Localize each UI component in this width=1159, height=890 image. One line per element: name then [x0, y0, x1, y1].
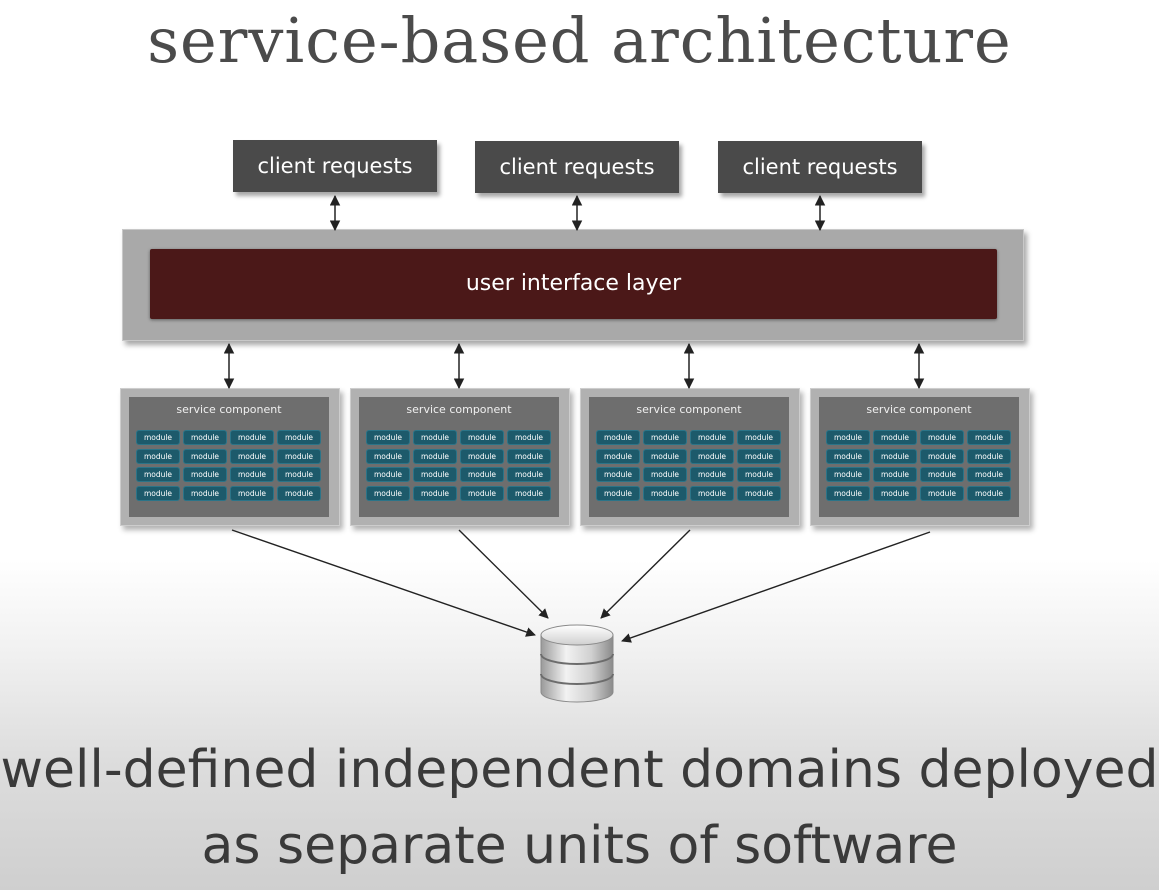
arrow-service-1-db — [231, 529, 536, 637]
client-requests-box-1: client requests — [233, 140, 437, 192]
module: module — [967, 467, 1011, 482]
module: module — [413, 485, 457, 501]
client-requests-box-2: client requests — [475, 141, 679, 193]
module: module — [920, 448, 964, 464]
module: module — [826, 467, 870, 482]
module: module — [136, 448, 180, 464]
module: module — [136, 430, 180, 445]
module: module — [230, 485, 274, 501]
slide-title: service-based architecture — [147, 4, 1012, 77]
module: module — [690, 430, 734, 445]
service-component-4: service component module module module m… — [810, 388, 1030, 526]
module: module — [230, 430, 274, 445]
module: module — [183, 467, 227, 482]
module: module — [366, 448, 410, 464]
module: module — [136, 467, 180, 482]
service-component-label: service component — [636, 403, 742, 416]
module: module — [873, 448, 917, 464]
database-icon — [540, 624, 614, 703]
module: module — [136, 485, 180, 501]
module: module — [507, 430, 551, 445]
service-component-panel: service component module module module m… — [129, 397, 329, 517]
service-component-2: service component module module module m… — [350, 388, 570, 526]
module: module — [690, 448, 734, 464]
module: module — [920, 485, 964, 501]
service-component-panel: service component module module module m… — [589, 397, 789, 517]
module: module — [230, 467, 274, 482]
module: module — [643, 448, 687, 464]
module: module — [277, 467, 321, 482]
module: module — [507, 448, 551, 464]
module: module — [967, 430, 1011, 445]
module: module — [460, 467, 504, 482]
module: module — [737, 467, 781, 482]
module: module — [596, 467, 640, 482]
module: module — [643, 485, 687, 501]
module: module — [596, 430, 640, 445]
module: module — [596, 485, 640, 501]
module: module — [230, 448, 274, 464]
module: module — [277, 448, 321, 464]
module: module — [643, 430, 687, 445]
module: module — [366, 467, 410, 482]
user-interface-layer: user interface layer — [150, 249, 997, 319]
module: module — [366, 485, 410, 501]
module: module — [737, 448, 781, 464]
service-component-3: service component module module module m… — [580, 388, 800, 526]
service-component-panel: service component module module module m… — [359, 397, 559, 517]
module: module — [690, 485, 734, 501]
module: module — [920, 430, 964, 445]
module: module — [596, 448, 640, 464]
module: module — [183, 448, 227, 464]
module: module — [460, 430, 504, 445]
service-component-label: service component — [176, 403, 282, 416]
module: module — [690, 467, 734, 482]
module: module — [967, 448, 1011, 464]
module: module — [826, 485, 870, 501]
module: module — [737, 430, 781, 445]
subtitle-line-2: as separate units of software — [201, 816, 958, 876]
module: module — [413, 467, 457, 482]
arrow-service-2-db — [458, 529, 549, 619]
module: module — [507, 467, 551, 482]
module: module — [826, 448, 870, 464]
module-grid: module module module module module modul… — [596, 430, 784, 501]
module: module — [826, 430, 870, 445]
module: module — [413, 448, 457, 464]
module-grid: module module module module module modul… — [136, 430, 324, 501]
service-component-1: service component module module module m… — [120, 388, 340, 526]
module: module — [507, 485, 551, 501]
module: module — [920, 467, 964, 482]
service-component-panel: service component module module module m… — [819, 397, 1019, 517]
module: module — [873, 467, 917, 482]
module: module — [643, 467, 687, 482]
arrow-service-3-db — [600, 529, 691, 619]
module: module — [460, 485, 504, 501]
arrow-service-4-db — [621, 531, 931, 643]
module: module — [413, 430, 457, 445]
client-requests-box-3: client requests — [718, 141, 922, 193]
module: module — [737, 485, 781, 501]
module-grid: module module module module module modul… — [826, 430, 1014, 501]
module: module — [873, 430, 917, 445]
module: module — [277, 430, 321, 445]
module: module — [460, 448, 504, 464]
module: module — [183, 485, 227, 501]
module: module — [873, 485, 917, 501]
module: module — [366, 430, 410, 445]
module: module — [277, 485, 321, 501]
service-component-label: service component — [866, 403, 972, 416]
module: module — [967, 485, 1011, 501]
subtitle-line-1: well-defined independent domains deploye… — [0, 740, 1159, 800]
module: module — [183, 430, 227, 445]
service-component-label: service component — [406, 403, 512, 416]
module-grid: module module module module module modul… — [366, 430, 554, 501]
